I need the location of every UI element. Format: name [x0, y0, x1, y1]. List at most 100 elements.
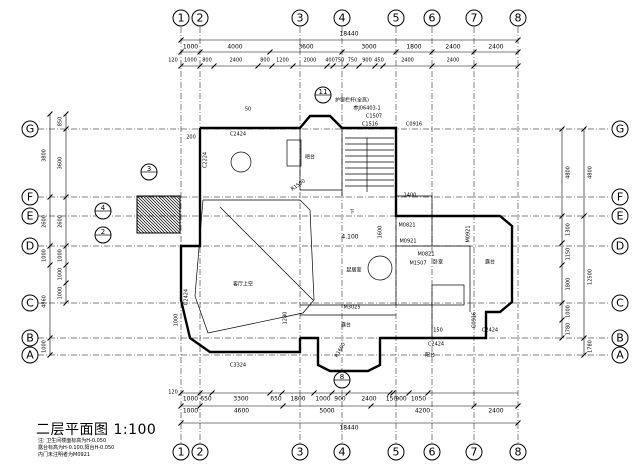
dim-left-1: 1000 — [58, 249, 64, 262]
interior-wall — [395, 216, 433, 338]
dim-bottom-2: 5000 — [319, 408, 334, 415]
hatch-line — [169, 195, 181, 207]
dim-tick — [63, 243, 69, 249]
row-axis-label-right-circle — [611, 294, 629, 312]
dim-bottom-1: 1000 — [183, 396, 198, 403]
door-window-tag: C1507 — [366, 114, 382, 120]
column-axis-label-bottom-circle — [191, 443, 209, 461]
interior-wall — [299, 128, 342, 191]
annotation: M1507 — [409, 261, 426, 267]
dim-top-2: 750 — [348, 58, 358, 64]
dim-tick — [339, 49, 345, 55]
void-diagonal — [219, 206, 314, 301]
row-axis-label-left: A — [26, 349, 34, 362]
annotation: R1600 — [334, 342, 347, 359]
dim-tick — [429, 63, 435, 69]
annotation: 下 — [349, 210, 354, 216]
dim-tick — [47, 243, 53, 249]
dim-bottom-2: 2400 — [488, 408, 503, 415]
room-label: 吧台 — [305, 154, 315, 161]
dim-tick — [269, 63, 275, 69]
dim-tick — [559, 262, 565, 268]
row-axis-label-left-circle — [21, 294, 39, 312]
door-window-tag: C1516 — [362, 122, 378, 128]
annotation: 护窗栏杆(全高) — [335, 97, 369, 104]
dim-top-2: 800 — [260, 58, 270, 64]
hatch-line — [178, 195, 181, 198]
dim-tick — [559, 213, 565, 219]
door-window-tag: M3025 — [343, 305, 360, 311]
hatch-line — [136, 201, 169, 234]
door-window-tag: M0821 — [417, 252, 434, 258]
dim-tick — [279, 390, 285, 396]
hatch-line — [136, 231, 139, 234]
dim-tick — [290, 63, 296, 69]
row-axis-label-left-circle — [21, 237, 39, 255]
floor-level-mark: 4.100 — [341, 234, 358, 241]
bar-counter-shape — [286, 139, 302, 167]
dim-tick — [47, 352, 53, 358]
dim-tick — [63, 262, 69, 268]
dim-bottom-1: 650 — [200, 396, 212, 403]
dim-top-1: 2400 — [445, 44, 460, 51]
dim-tick — [329, 390, 335, 396]
column-axis-label-top: 1 — [178, 12, 185, 25]
column-axis-label-top-circle — [172, 9, 190, 27]
detail-ref: 2 — [101, 228, 105, 236]
dim-tick — [406, 390, 412, 396]
row-axis-label-left-circle — [21, 346, 39, 364]
dim-right-2: 4800 — [588, 166, 594, 179]
column-axis-label-top: 8 — [515, 12, 522, 25]
dim-tick — [581, 213, 587, 219]
dim-left-1: 2600 — [58, 215, 64, 228]
detail-ref: 8 — [340, 373, 344, 381]
hatch-line — [139, 195, 178, 234]
dim-bottom-1: 900 — [395, 396, 407, 403]
hatch-line — [154, 195, 181, 222]
dim-right-1: 1000 — [566, 305, 572, 318]
dim-top-2: 400 — [325, 58, 335, 64]
dim-left-1: 1000 — [58, 287, 64, 300]
column-axis-label-bottom-circle — [423, 443, 441, 461]
dim-tick — [368, 403, 374, 409]
hatch-line — [142, 195, 181, 234]
dim-tick — [178, 403, 184, 409]
note-line: 内门未注明者为M0921 — [38, 452, 91, 458]
dim-tick — [63, 111, 69, 117]
hatch-line — [136, 228, 142, 234]
dim-top-1: 3600 — [298, 44, 313, 51]
hatch-line — [163, 195, 181, 213]
dim-tick — [211, 63, 217, 69]
column-axis-label-bottom: 7 — [471, 446, 478, 459]
dim-tick — [380, 63, 386, 69]
hatch-line — [136, 210, 160, 234]
dim-top-2: 1000 — [184, 58, 197, 64]
row-axis-label-left: G — [26, 123, 35, 136]
dim-top-2: 450 — [374, 58, 384, 64]
dim-left-2: 4860 — [42, 295, 48, 308]
row-axis-label-right: D — [616, 240, 624, 253]
dim-tick — [63, 280, 69, 286]
dim-top-2: 2000 — [304, 58, 317, 64]
row-axis-label-right: C — [616, 297, 624, 310]
row-axis-label-right: A — [616, 349, 624, 362]
row-axis-label-right: E — [617, 210, 624, 223]
dim-tick — [197, 390, 203, 396]
detail-ref: 4 — [101, 204, 106, 212]
dim-right-1: 1300 — [566, 223, 572, 236]
dim-left-2: 1000 — [42, 340, 48, 353]
row-axis-label-right: F — [617, 191, 623, 204]
dim-edge-bottom: 120 — [168, 390, 178, 396]
dim-tick — [178, 390, 184, 396]
dim-right-1: 1150 — [566, 248, 572, 261]
dim-tick — [429, 49, 435, 55]
dim-tick — [280, 403, 286, 409]
hatch-line — [172, 195, 181, 204]
hatch-line — [136, 222, 148, 234]
hatch-line — [160, 195, 181, 216]
dim-tick — [345, 390, 351, 396]
dim-tick — [209, 390, 215, 396]
dim-tick — [559, 300, 565, 306]
dim-tick — [515, 420, 521, 426]
